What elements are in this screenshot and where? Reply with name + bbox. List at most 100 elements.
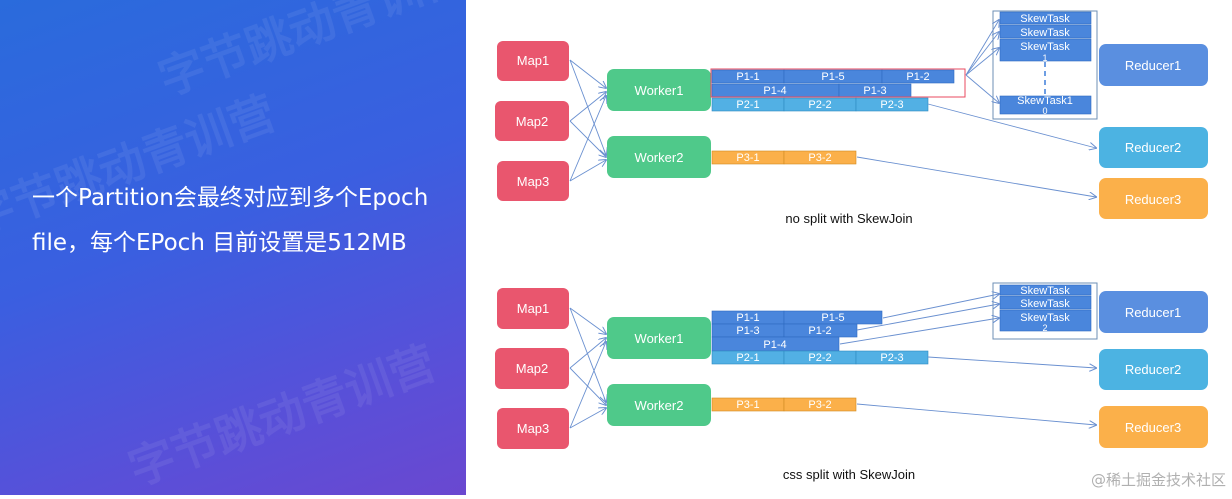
worker-node: Worker1 <box>607 69 711 111</box>
svg-text:P2-1: P2-1 <box>736 352 759 364</box>
partition-block: P2-1 <box>711 350 785 365</box>
svg-text:Reducer3: Reducer3 <box>1125 192 1181 207</box>
svg-text:P3-2: P3-2 <box>808 152 831 164</box>
partition-block: P3-1 <box>711 397 785 412</box>
svg-text:Worker1: Worker1 <box>635 331 684 346</box>
arrow <box>927 356 1096 368</box>
svg-text:Worker2: Worker2 <box>635 398 684 413</box>
arrow <box>569 92 606 122</box>
arrow <box>569 367 606 405</box>
watermark: 字节跳动青训营 <box>151 0 466 107</box>
partition-block: P2-1 <box>711 97 785 112</box>
map-node: Map1 <box>497 288 569 329</box>
arrow <box>856 156 1096 197</box>
arrow <box>965 74 999 103</box>
arrow <box>569 160 606 182</box>
arrow <box>569 342 606 429</box>
partition-block: P1-1 <box>711 69 785 84</box>
svg-text:P1-2: P1-2 <box>808 325 831 337</box>
svg-text:P3-2: P3-2 <box>808 399 831 411</box>
svg-text:P1-3: P1-3 <box>863 85 886 97</box>
partition-block: P1-2 <box>783 323 858 338</box>
partition-block: P1-1 <box>711 310 785 325</box>
partition-block: P1-3 <box>711 323 785 338</box>
partition-block: P1-4 <box>711 336 840 352</box>
partition-block: P1-3 <box>838 83 912 98</box>
svg-text:Reducer3: Reducer3 <box>1125 420 1181 435</box>
arrow <box>927 103 1096 148</box>
partition-block: P2-2 <box>783 350 857 365</box>
partition-block: P3-1 <box>711 150 785 165</box>
svg-text:P1-4: P1-4 <box>763 339 786 351</box>
svg-text:P1-2: P1-2 <box>906 71 929 83</box>
svg-text:SkewTask: SkewTask <box>1020 312 1070 324</box>
svg-text:P2-3: P2-3 <box>880 99 903 111</box>
partition-to-skew-arrows <box>856 20 1096 197</box>
skew-task: SkewTask 2 <box>999 309 1092 333</box>
reducer-node: Reducer1 <box>1099 291 1208 333</box>
svg-text:SkewTask: SkewTask <box>1020 285 1070 297</box>
top-diagram: Map1 Map2 Map3 Worker1 Worker2 P1-1 P1-5 <box>495 10 1208 226</box>
partition-block: P1-4 <box>711 83 840 98</box>
arrow <box>569 96 606 182</box>
svg-text:P1-5: P1-5 <box>821 71 844 83</box>
svg-text:Reducer2: Reducer2 <box>1125 140 1181 155</box>
worker-node: Worker2 <box>607 384 711 426</box>
svg-text:P3-1: P3-1 <box>736 152 759 164</box>
top-caption: no split with SkewJoin <box>785 211 912 226</box>
svg-text:SkewTask: SkewTask <box>1020 298 1070 310</box>
svg-text:P2-2: P2-2 <box>808 352 831 364</box>
svg-text:Map1: Map1 <box>517 53 550 68</box>
diagram-panel: Map1 Map2 Map3 Worker1 Worker2 P1-1 P1-5 <box>466 0 1232 495</box>
arrow <box>569 408 606 429</box>
map-node: Map3 <box>497 161 569 201</box>
skew-task-group <box>992 282 1098 340</box>
skew-task: SkewTask1 0 <box>999 95 1092 116</box>
svg-text:Reducer1: Reducer1 <box>1125 58 1181 73</box>
diagram-canvas: Map1 Map2 Map3 Worker1 Worker2 P1-1 P1-5 <box>495 10 1208 482</box>
arrow <box>856 304 999 331</box>
svg-text:P1-1: P1-1 <box>736 312 759 324</box>
reducer-node: Reducer3 <box>1099 178 1208 219</box>
reducer-node: Reducer1 <box>1099 44 1208 86</box>
arrow <box>965 48 999 76</box>
partition-block: P1-5 <box>783 69 883 84</box>
map-to-worker-arrows <box>569 307 606 429</box>
svg-text:1: 1 <box>1042 53 1047 63</box>
svg-text:P1-5: P1-5 <box>821 312 844 324</box>
svg-text:Map3: Map3 <box>517 174 550 189</box>
skew-task-group <box>992 10 1098 120</box>
svg-text:P1-3: P1-3 <box>736 325 759 337</box>
skew-task: SkewTask <box>999 11 1092 25</box>
svg-text:Reducer1: Reducer1 <box>1125 305 1181 320</box>
svg-text:Map3: Map3 <box>517 421 550 436</box>
svg-text:P3-1: P3-1 <box>736 399 759 411</box>
skew-task: SkewTask <box>999 24 1092 39</box>
arrow <box>569 307 606 402</box>
svg-text:Map2: Map2 <box>516 361 549 376</box>
svg-text:P1-1: P1-1 <box>736 71 759 83</box>
partition-to-skew-arrows <box>839 294 1096 425</box>
svg-text:2: 2 <box>1042 323 1047 333</box>
map-node: Map2 <box>495 101 569 141</box>
reducer-node: Reducer3 <box>1099 406 1208 448</box>
skew-highlight-box <box>710 68 966 98</box>
slide-description: 一个Partition会最终对应到多个Epoch file，每个EPoch 目前… <box>32 185 429 256</box>
worker-node: Worker2 <box>607 136 711 178</box>
footer-credit: @稀土掘金技术社区 <box>1090 471 1226 489</box>
worker-node: Worker1 <box>607 317 711 359</box>
bottom-caption: css split with SkewJoin <box>783 467 915 482</box>
partition-block: P3-2 <box>783 150 857 165</box>
svg-text:P2-3: P2-3 <box>880 352 903 364</box>
skew-task: SkewTask <box>999 284 1092 297</box>
arrow <box>965 20 999 76</box>
arrow <box>569 59 606 155</box>
svg-text:SkewTask: SkewTask <box>1020 41 1070 53</box>
svg-text:P1-4: P1-4 <box>763 85 786 97</box>
svg-text:SkewTask: SkewTask <box>1020 13 1070 25</box>
arrow <box>856 403 1096 425</box>
map-to-worker-arrows <box>569 59 606 182</box>
svg-text:SkewTask1: SkewTask1 <box>1017 95 1073 107</box>
partition-block: P2-3 <box>855 97 929 112</box>
svg-text:P2-1: P2-1 <box>736 99 759 111</box>
